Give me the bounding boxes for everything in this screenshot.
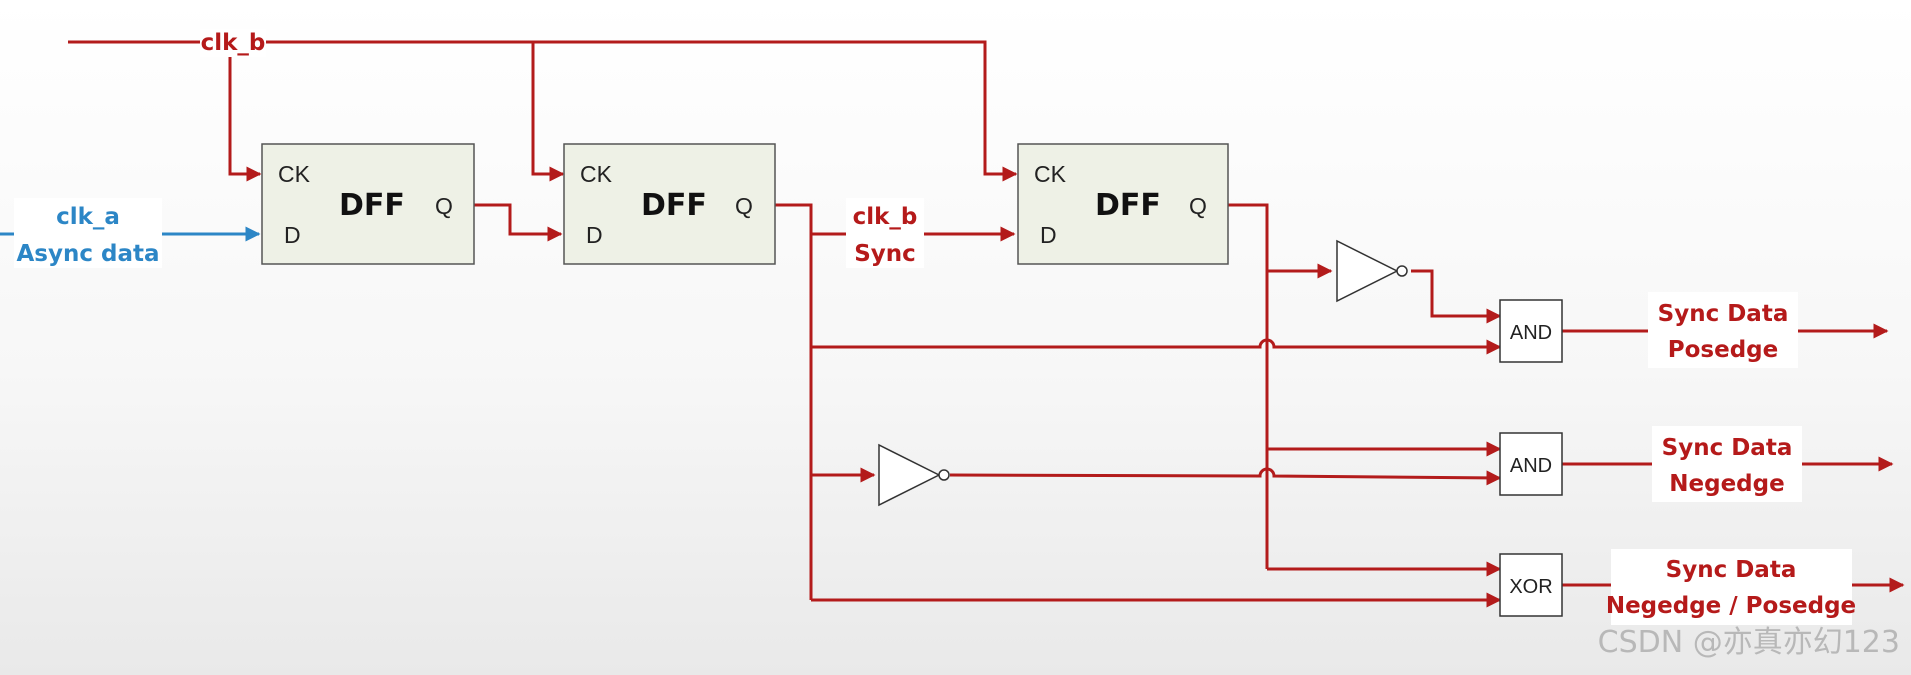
sync-signal-label: clk_b Sync <box>846 198 924 268</box>
inverter-1 <box>1336 239 1408 303</box>
clk-b-to-dff1 <box>228 42 262 182</box>
dff-1-box <box>261 143 475 265</box>
dff-3-d-pin: D <box>1040 222 1057 248</box>
and-gate-posedge: AND <box>1499 299 1563 363</box>
inv1-to-and-pos <box>1411 269 1502 324</box>
output-negedge-line2: Negedge <box>1669 471 1784 497</box>
clk-b-top-label-text: clk_b <box>201 30 266 56</box>
dff-3-q-pin: Q <box>1189 193 1207 219</box>
red-wires <box>68 40 1905 608</box>
dff-2-ck-pin: CK <box>580 161 613 187</box>
xor-gate-box <box>1499 553 1563 617</box>
dff-3-ck-pin: CK <box>1034 161 1067 187</box>
xor-gate-label: XOR <box>1509 576 1552 598</box>
dff-2-box <box>563 143 776 265</box>
output-both-label-bg <box>1611 549 1852 625</box>
inverter-2-body <box>878 443 941 507</box>
dff-3-title: DFF <box>1095 188 1161 223</box>
dff-2-d-pin: D <box>586 222 603 248</box>
and-gate-negedge-label: AND <box>1510 455 1552 477</box>
sync-to-and-pos <box>811 338 1502 355</box>
dff-1-q-pin: Q <box>435 193 453 219</box>
and-gate-posedge-label: AND <box>1510 322 1552 344</box>
clk-b-to-dff2 <box>531 42 565 182</box>
sync-clk-b-label: clk_b <box>853 204 918 230</box>
output-both-line2: Negedge / Posedge <box>1606 593 1856 619</box>
and-gate-negedge-box <box>1499 432 1563 496</box>
output-negedge-line1: Sync Data <box>1662 435 1793 461</box>
and-gate-negedge: AND <box>1499 432 1563 496</box>
dff-3-box <box>1017 143 1229 265</box>
output-negedge-label: Sync Data Negedge <box>1652 426 1802 502</box>
output-negedge-label-bg <box>1652 426 1802 502</box>
dff2-q-wire <box>775 203 813 600</box>
dff-3: CK D DFF Q <box>1017 143 1229 265</box>
xor-gate: XOR <box>1499 553 1563 617</box>
and-gate-posedge-box <box>1499 299 1563 363</box>
inverter-1-body <box>1336 239 1399 303</box>
async-input-label: clk_a Async data <box>14 198 162 268</box>
clk-b-to-dff3 <box>983 126 1018 182</box>
clk-b-top-label: clk_b <box>200 29 266 57</box>
output-posedge-line2: Posedge <box>1668 337 1778 363</box>
watermark: CSDN @亦真亦幻123 <box>1598 625 1900 660</box>
dff-2-title: DFF <box>641 188 707 223</box>
clk-b-bus <box>68 40 987 126</box>
dff-1-title: DFF <box>339 188 405 223</box>
dff3-q-wire <box>1228 203 1269 569</box>
dff-2: CK D DFF Q <box>563 143 776 265</box>
output-posedge-label-bg <box>1648 292 1798 368</box>
clk-a-label: clk_a <box>56 204 120 230</box>
dff-1-d-pin: D <box>284 222 301 248</box>
sync-label: Sync <box>854 241 916 267</box>
output-posedge-label: Sync Data Posedge <box>1648 292 1798 368</box>
inverter-1-bubble <box>1396 265 1408 277</box>
clk-b-top-label-bg <box>200 29 266 57</box>
dff1-q-to-dff2-d <box>474 203 563 242</box>
dff-2-q-pin: Q <box>735 193 753 219</box>
inverter-2 <box>878 443 950 507</box>
async-data-label: Async data <box>17 241 160 267</box>
dff-1-ck-pin: CK <box>278 161 311 187</box>
sync-signal-label-bg <box>846 198 924 268</box>
inv2-to-and-neg <box>949 467 1502 486</box>
inverter-2-bubble <box>938 469 950 481</box>
output-posedge-line1: Sync Data <box>1658 301 1789 327</box>
dff-1: CK D DFF Q <box>261 143 475 265</box>
output-both-label: Sync Data Negedge / Posedge <box>1606 549 1856 625</box>
output-both-line1: Sync Data <box>1666 557 1797 583</box>
async-input-label-bg <box>14 198 162 268</box>
